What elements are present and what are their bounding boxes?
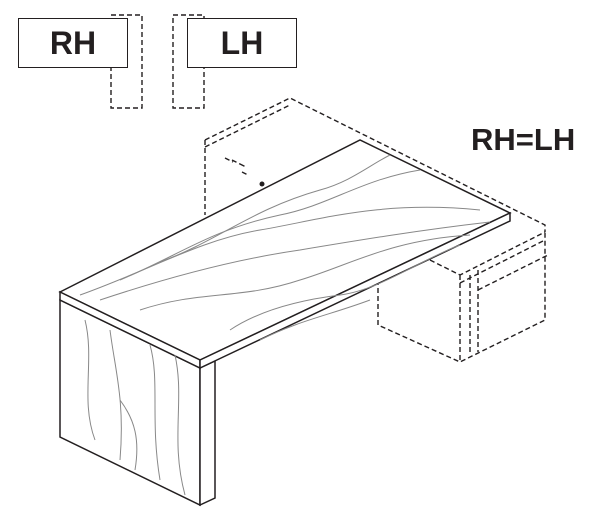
- lh-label-box: LH: [187, 18, 297, 68]
- lh-return-outline: [172, 14, 205, 109]
- desk-solid: [58, 139, 512, 507]
- dashed-outlines: [110, 14, 549, 364]
- rh-equals-lh-label: RH=LH: [471, 122, 576, 157]
- desk-leg-side: [199, 359, 216, 507]
- desk-top-side-edge: [199, 211, 511, 370]
- rh-label-box: RH: [18, 18, 128, 68]
- drawer-unit-outline: [429, 231, 546, 364]
- wood-grain: [79, 154, 491, 496]
- connector-dot: [259, 181, 265, 187]
